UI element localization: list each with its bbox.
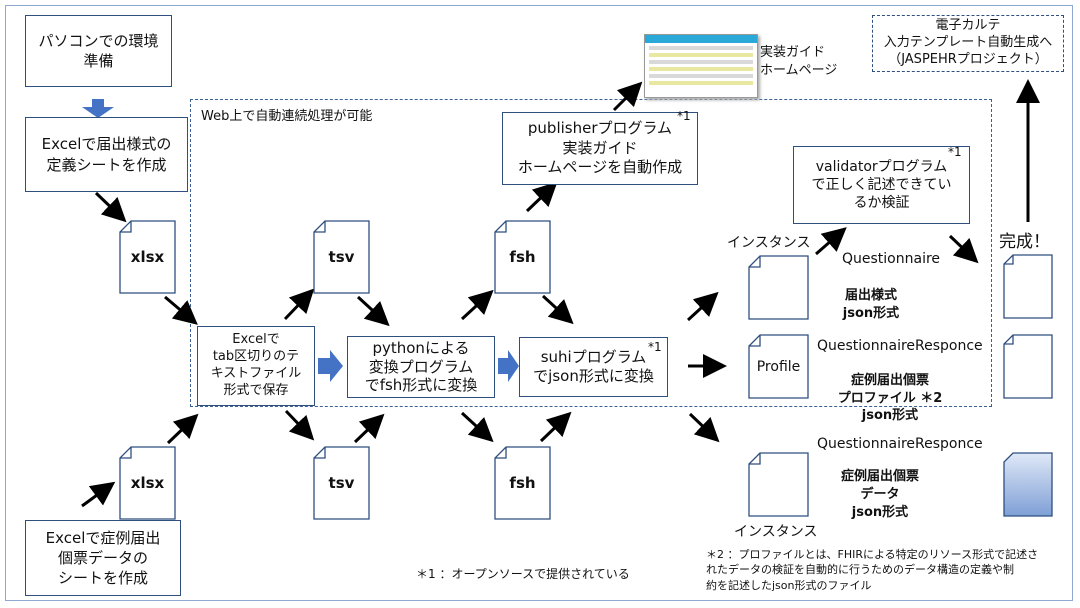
impl-guide-label: 実装ガイド ホームページ	[760, 45, 838, 79]
qr-profile-title: QuestionnaireResponce	[817, 338, 983, 354]
tsv-bottom-doc: tsv	[313, 446, 370, 520]
complete-questionnaire-doc	[1003, 254, 1053, 319]
arrow-tsv-to-python	[356, 295, 390, 327]
arrow-fsh2-to-suhi	[539, 411, 572, 443]
xlsx-bottom-doc: xlsx	[119, 446, 176, 520]
fsh-top-label: fsh	[509, 248, 536, 266]
questionnaire-desc: 届出様式 json形式	[842, 288, 900, 322]
profile-label: Profile	[756, 358, 801, 375]
tsv-bottom-label: tsv	[328, 474, 355, 492]
instance-top-label: インスタンス	[727, 235, 811, 251]
qr-profile-desc: 症例届出個票 プロファイル ＊2 json形式	[837, 373, 943, 424]
xlsx-top-doc: xlsx	[119, 220, 176, 294]
arrow-xlsx2-to-save	[166, 413, 199, 445]
arrow-case-to-xlsx	[81, 481, 116, 508]
arrow-instance-to-validator	[815, 227, 847, 256]
xlsx-top-label: xlsx	[130, 248, 165, 266]
complete-data-doc	[1003, 452, 1053, 517]
arrow-fsh-to-suhi	[541, 294, 574, 325]
python-box: pythonによる 変換プログラム でfsh形式に変換	[347, 336, 495, 398]
footnote-2: ＊2 ：プロファイルとは、FHIRによる特定のリソース形式で記述さ れたデータの…	[706, 548, 1039, 592]
excel-definition-box: Excelで届出様式の 定義シートを作成	[25, 117, 188, 192]
pc-env-box: パソコンでの環境 準備	[25, 15, 172, 87]
arrow-suhi-to-questionnaire	[686, 291, 719, 322]
xlsx-bottom-label: xlsx	[130, 474, 165, 492]
arrow-xlsx-to-save	[164, 295, 198, 325]
arrow-def-to-xlsx	[94, 191, 127, 223]
tsv-top-label: tsv	[328, 248, 355, 266]
diagram-frame	[5, 5, 1073, 601]
arrow-save-to-tsv2	[284, 409, 315, 441]
arrow-python-to-fsh2	[460, 411, 494, 443]
arrow-python-to-fsh	[460, 289, 494, 321]
data-instance-doc	[748, 452, 809, 517]
fsh-bottom-doc: fsh	[494, 446, 551, 520]
questionnaire-title: Questionnaire	[842, 251, 941, 267]
fsh-top-doc: fsh	[494, 220, 551, 294]
ehr-box: 電子カルテ 入力テンプレート自動生成へ （JASPEHRプロジェクト）	[872, 15, 1064, 72]
impl-guide-screenshot	[644, 34, 758, 98]
questionnaire-instance-doc	[748, 255, 809, 320]
arrow-save-to-tsv	[283, 288, 315, 321]
footnote-1: ＊1 ：オープンソースで提供されている	[416, 567, 630, 581]
profile-doc: Profile	[748, 334, 809, 399]
block-arrow-save-to-python	[318, 350, 343, 382]
arrow-fsh-to-publisher	[525, 181, 558, 213]
arrow-validator-to-complete	[948, 234, 979, 264]
instance-bottom-label: インスタンス	[734, 524, 818, 540]
block-arrow-down	[82, 99, 114, 118]
fsh-bottom-label: fsh	[509, 474, 536, 492]
validator-box: validatorプログラム で正しく記述できてい るか検証	[793, 146, 970, 224]
arrow-tsv2-to-python	[353, 413, 385, 444]
suhi-footnote-mark: *1	[648, 340, 662, 354]
tsv-top-doc: tsv	[313, 220, 370, 294]
excel-save-box: Excelで tab区切りのテ キストファイル 形式で保存	[197, 326, 315, 406]
qr-data-title: QuestionnaireResponce	[817, 436, 983, 452]
publisher-box: publisherプログラム 実装ガイド ホームページを自動作成	[502, 112, 698, 185]
complete-profile-doc	[1003, 334, 1053, 399]
arrow-publisher-to-guide	[612, 81, 643, 112]
web-auto-region	[190, 99, 992, 407]
qr-data-desc: 症例届出個票 データ json形式	[840, 469, 919, 521]
validator-footnote-mark: *1	[948, 145, 962, 159]
suhi-box: suhiプログラム でjson形式に変換	[519, 337, 668, 397]
complete-label: 完成！	[999, 232, 1050, 252]
excel-case-box: Excelで症例届出 個票データの シートを作成	[25, 520, 181, 596]
publisher-footnote-mark: *1	[677, 109, 691, 123]
block-arrow-python-to-suhi	[498, 350, 519, 382]
arrow-suhi-to-data	[688, 412, 720, 443]
web-auto-label: Web上で自動連続処理が可能	[201, 109, 373, 124]
